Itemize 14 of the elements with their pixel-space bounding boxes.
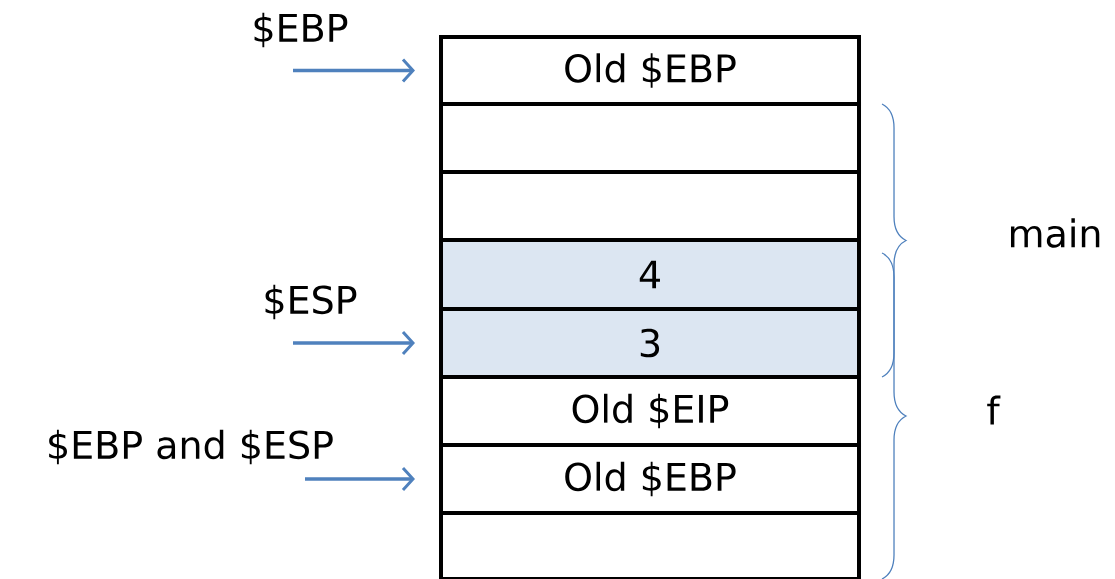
memory-cell: Old $EBP <box>439 443 861 515</box>
arrow <box>293 58 415 83</box>
arrow <box>305 467 415 491</box>
register-label: $EBP and $ESP <box>49 429 333 465</box>
register-label: $ESP <box>265 284 357 320</box>
memory-cell: Old $EIP <box>439 375 861 447</box>
memory-cell: 3 <box>439 307 861 379</box>
brace-label: f <box>987 395 1001 425</box>
brace-label: main <box>1011 218 1100 248</box>
memory-cell <box>439 511 861 579</box>
arrow <box>293 331 415 355</box>
memory-cell: 4 <box>439 238 861 311</box>
memory-cell: Old $EBP <box>439 35 861 106</box>
register-label: $EBP <box>254 12 348 48</box>
